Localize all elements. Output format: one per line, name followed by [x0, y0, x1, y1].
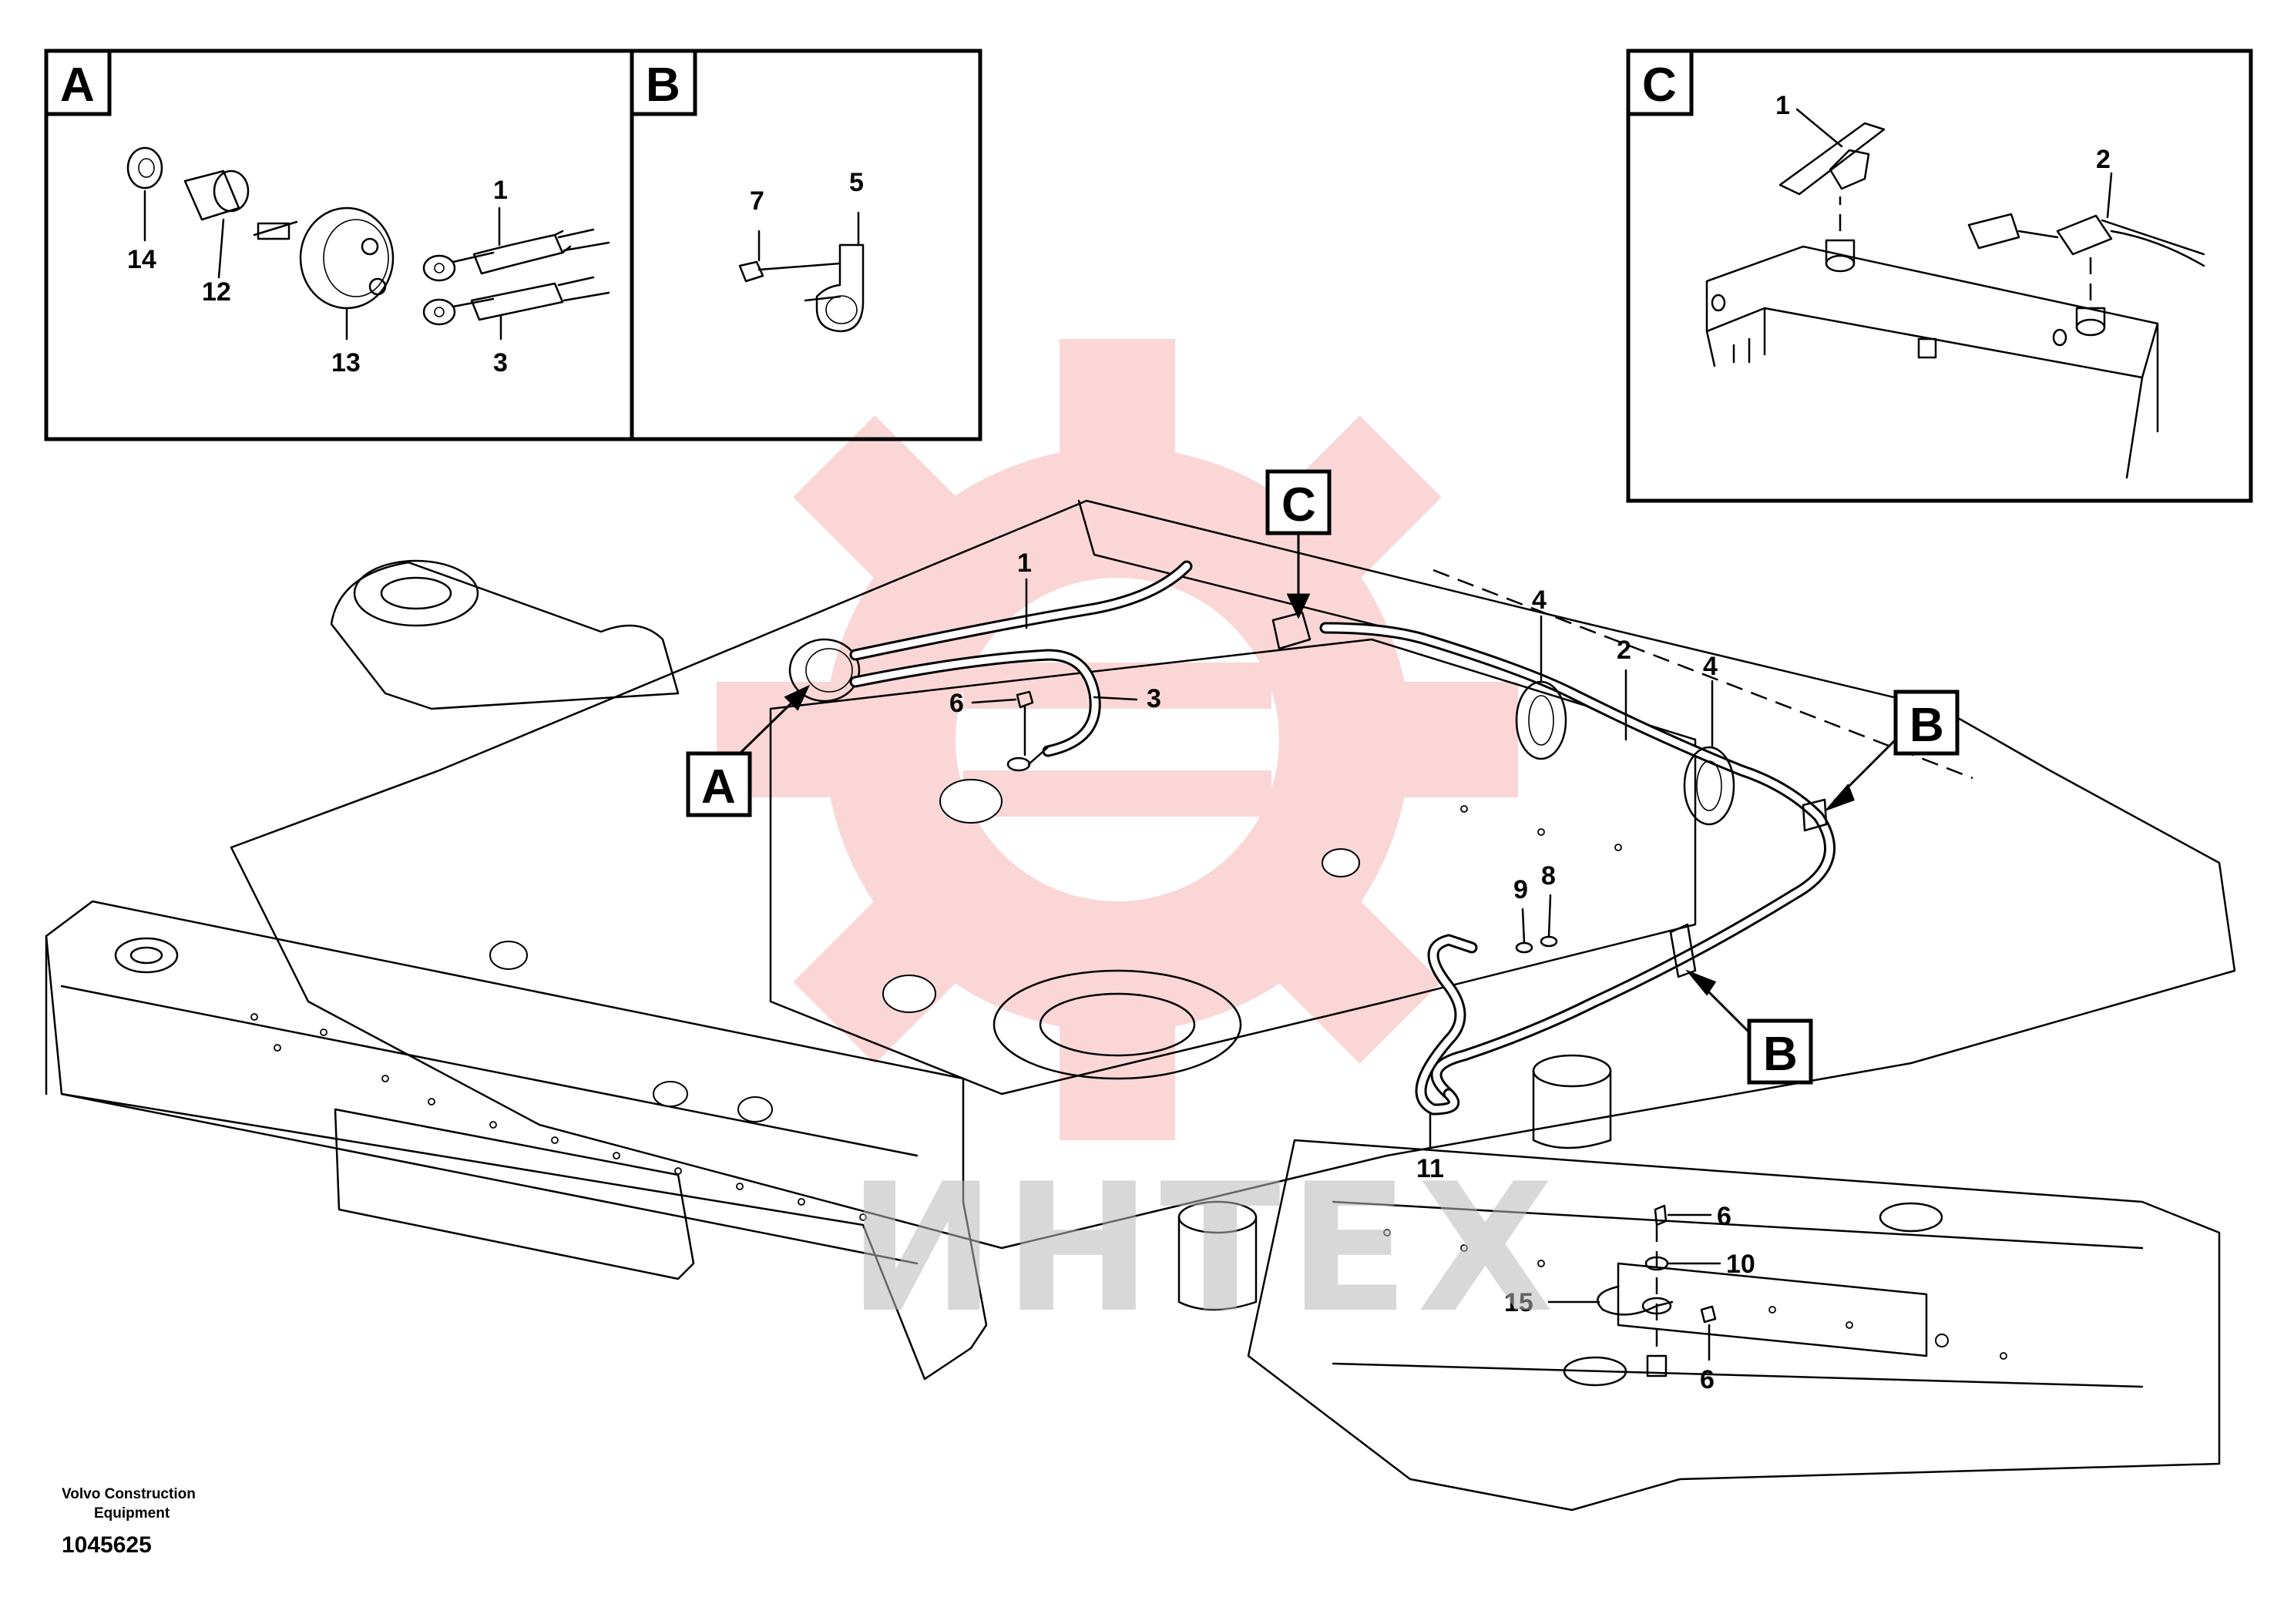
callout-main-2: 2 — [1617, 636, 1631, 665]
main-view-callouts: 1 3 6 4 2 4 9 8 11 6 10 15 6 — [949, 549, 1755, 1394]
view-flag-c: C — [1265, 469, 1332, 619]
drawing-number: 1045625 — [62, 1532, 152, 1558]
svg-text:C: C — [1281, 478, 1316, 532]
right-side-rail — [1247, 1139, 2221, 1512]
view-flag-a: A — [686, 684, 811, 817]
mount-cylinder-1 — [1532, 1069, 1612, 1149]
callout-main-6b: 6 — [1717, 1202, 1731, 1231]
callout-a-13: 13 — [331, 348, 361, 377]
cable-part-3-end — [470, 282, 564, 321]
detail-c-tag — [1626, 49, 1694, 116]
callout-c-1: 1 — [1775, 91, 1790, 120]
grommet-part-4a — [1515, 680, 1567, 760]
callout-a-3: 3 — [493, 348, 508, 377]
callout-main-4a: 4 — [1532, 586, 1547, 615]
callout-b-5: 5 — [849, 168, 864, 197]
callout-main-6a: 6 — [949, 689, 964, 718]
connector-installed — [1271, 611, 1312, 650]
connector-part-2 — [1967, 213, 2020, 250]
battery-switch-part-13 — [299, 206, 395, 310]
callout-a-1: 1 — [493, 176, 508, 205]
callout-main-4b: 4 — [1703, 652, 1718, 681]
battery-cable-harness — [788, 560, 1836, 1377]
cable-part-1 — [1778, 122, 1886, 196]
battery-terminal-positive — [2075, 318, 2106, 337]
view-flag-b-upper: B — [1824, 690, 1960, 812]
detail-c-letter: C — [1642, 59, 1677, 112]
callout-b-7: 7 — [750, 186, 764, 216]
left-side-rail — [45, 900, 988, 1381]
detail-a-tag — [44, 49, 112, 116]
detail-a-letter: A — [60, 59, 95, 112]
callout-main-9: 9 — [1513, 875, 1528, 904]
detail-view-c: C 1 2 — [1626, 49, 2253, 503]
maker-name-line1: Volvo Construction — [62, 1486, 196, 1502]
callout-a-12: 12 — [202, 277, 231, 307]
clamp-installed-lower — [1669, 923, 1697, 978]
detail-view-a: A 1 14 12 13 3 — [44, 49, 634, 441]
callout-main-15: 15 — [1504, 1288, 1533, 1317]
view-flag-b-lower: B — [1685, 969, 1813, 1085]
callout-main-3: 3 — [1147, 684, 1161, 713]
callout-main-10: 10 — [1726, 1250, 1755, 1279]
detail-view-b: B 7 5 — [630, 49, 982, 441]
battery-terminal-negative — [1825, 254, 1856, 273]
grommet-part-14 — [126, 146, 163, 190]
detail-b-tag — [630, 49, 697, 116]
battery-switch-installed — [788, 638, 861, 703]
maker-name-line2: Equipment — [94, 1505, 170, 1522]
boot-cap-part-12 — [183, 169, 240, 221]
callout-main-1: 1 — [1017, 549, 1032, 578]
watermark-gear-logo — [717, 339, 1518, 1140]
clamp-installed-upper — [1802, 798, 1828, 832]
swing-bearing-opening — [992, 969, 1242, 1080]
callout-main-6c: 6 — [1700, 1365, 1715, 1394]
watermark-text: ИНТЕХ — [848, 1146, 1561, 1352]
svg-text:B: B — [1909, 699, 1944, 752]
svg-text:B: B — [1763, 1028, 1798, 1081]
mount-cylinder-2 — [1177, 1216, 1258, 1311]
svg-text:A: A — [701, 760, 736, 814]
callout-main-11: 11 — [1416, 1154, 1444, 1183]
bolt-part-7 — [738, 260, 764, 283]
detail-b-letter: B — [646, 59, 680, 112]
callout-main-8: 8 — [1541, 861, 1556, 891]
grommet-part-4b — [1683, 746, 1735, 826]
callout-a-14: 14 — [127, 245, 156, 274]
centre-frame-body — [230, 499, 2236, 1250]
upper-frame-assembly — [45, 499, 2236, 1512]
callout-c-2: 2 — [2096, 145, 2111, 174]
clamp-part-5 — [815, 243, 865, 333]
